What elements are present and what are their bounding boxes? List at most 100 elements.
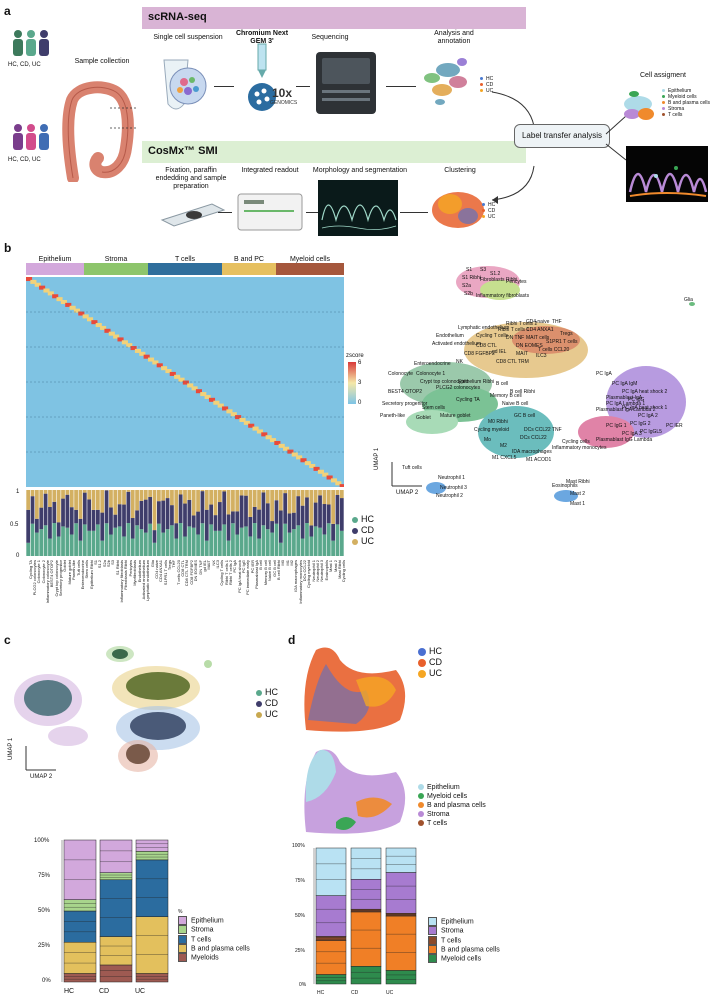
cond-bar-segment: [35, 532, 39, 556]
cond-bar-segment: [331, 523, 335, 541]
umap-cluster-label: MAIT cells: [526, 335, 550, 341]
c-ytick-50: 50%: [38, 908, 51, 914]
umap-cluster-label: ILC3: [536, 353, 547, 359]
cond-bar-segment: [82, 492, 87, 525]
cond-bar-segment: [148, 490, 153, 497]
umap-cluster-label: DN EOMES: [516, 343, 543, 349]
cluster-x-label: S1.2: [97, 560, 103, 569]
sc-step-4: Analysis and annotation: [434, 30, 474, 45]
condition-legend-b: HC CD UC: [352, 514, 374, 547]
cond-bar-segment: [209, 490, 214, 505]
heatmap-cell: [187, 383, 194, 388]
group-epithelium-label: Epithelium: [38, 256, 72, 263]
d-legend-cd: CD: [429, 657, 442, 667]
cond-bar-segment: [318, 527, 322, 556]
cond-bar-segment: [287, 513, 292, 533]
umap-cluster-label: Lymphatic endothelium: [458, 325, 510, 331]
cond-bar-segment: [165, 529, 170, 556]
sc-legend-cd: CD: [486, 82, 494, 88]
cond-bar-segment: [178, 490, 183, 495]
cond-bar-segment: [26, 490, 31, 510]
umap-c-x-label: UMAP 2: [30, 774, 53, 780]
cond-bar-segment: [204, 509, 209, 541]
cond-bar-segment: [39, 529, 44, 556]
condition-legend-d: HC CD UC: [418, 646, 442, 679]
cond-bar-segment: [252, 490, 257, 507]
heatmap-cell: [208, 397, 216, 402]
cell-suspension-tube-icon: [163, 59, 207, 110]
cond-bar-segment: [248, 516, 253, 537]
bar-segment: [135, 916, 169, 974]
group-label-bottom: HC, CD, UC: [8, 157, 41, 163]
umap-cluster-label: PC IgA heat shock 2: [622, 389, 668, 395]
umap-cluster-label: Neutrophil 3: [440, 485, 467, 491]
umap-cluster-label: MAIT: [516, 351, 528, 357]
sc-step-2: Chromium Next GEM 3': [235, 30, 289, 45]
cond-bar-segment: [35, 518, 39, 533]
umap-cluster-label: Goblet: [416, 415, 431, 421]
cond-bar-segment: [130, 490, 135, 519]
cond-bar-segment: [326, 523, 331, 556]
marker-gene-heatmap: [26, 277, 344, 487]
heatmap-cell: [269, 438, 277, 443]
cond-bar-segment: [165, 490, 170, 499]
heatmap-cell: [213, 400, 220, 405]
cond-bar-segment: [69, 507, 74, 535]
annotated-umap-b: [400, 266, 695, 502]
sc-step-1: Single cell suspension: [153, 34, 223, 41]
umap-cluster-label: S2b: [464, 291, 473, 297]
umap-cluster-label: Eosinophils: [552, 483, 578, 489]
arrow-3: [386, 86, 416, 87]
heatmap-cell: [95, 323, 102, 328]
heatmap-cell: [152, 360, 159, 365]
cond-bar-segment: [196, 511, 200, 535]
cond-bar-segment: [313, 502, 318, 527]
c-leg-tcells: T cells: [191, 936, 212, 944]
panel-d-label: d: [288, 633, 296, 647]
heatmap-cell: [47, 291, 54, 296]
umap-cluster-label: B cell: [496, 381, 509, 387]
c-leg-bpc: B and plasma cells: [191, 945, 250, 953]
heatmap-cell: [330, 478, 338, 483]
cond-bar-segment: [287, 490, 292, 514]
cond-bar-segment: [270, 521, 275, 533]
cond-bar-segment: [226, 490, 231, 515]
cond-bar-segment: [270, 490, 275, 522]
cond-bar-segment: [331, 540, 335, 556]
heatmap-group-header: [26, 263, 344, 275]
cosmx-clustering-umap: [432, 192, 484, 228]
cond-bar-segment: [274, 490, 279, 501]
umap-cluster-label: PLCG2 colonocytes: [436, 385, 481, 391]
cond-bar-segment: [43, 490, 48, 494]
zscore-tick-3: 3: [358, 380, 362, 386]
cond-bar-segment: [200, 490, 205, 492]
cond-bar-segment: [248, 490, 253, 517]
cond-bar-segment: [100, 512, 105, 541]
cond-bar-segment: [61, 490, 65, 499]
umap-cluster-label: IDA macrophages: [512, 449, 552, 455]
umap-cluster-label: Enteroendocrine: [414, 361, 451, 367]
heatmap-cell: [34, 282, 41, 287]
label-transfer-box: Label transfer analysis: [514, 124, 610, 148]
assign-arrows: [605, 115, 627, 161]
umap-cluster-label: CD4 ANXA1: [526, 327, 554, 333]
cond-bar-segment: [204, 490, 209, 510]
heatmap-cell: [126, 343, 133, 348]
colon-icon: [62, 81, 136, 182]
bar-segment: [63, 973, 97, 983]
cond-bar-segment: [309, 490, 314, 526]
heatmap-cell: [296, 455, 303, 460]
cos-legend-hc: HC: [488, 202, 496, 208]
heatmap-cell: [43, 288, 50, 293]
assignment-umap: [624, 91, 654, 120]
cond-bar-segment: [296, 490, 301, 497]
cond-bar-segment: [252, 506, 257, 524]
cond-bar-segment: [322, 504, 327, 535]
cond-bar-segment: [191, 527, 196, 556]
bar-segment: [385, 872, 417, 914]
cond-bar-segment: [191, 515, 196, 528]
cond-bar-segment: [78, 518, 83, 541]
patients-group-top-icon: [13, 30, 49, 56]
heatmap-cell: [217, 403, 224, 408]
cond-bar-segment: [122, 504, 126, 537]
